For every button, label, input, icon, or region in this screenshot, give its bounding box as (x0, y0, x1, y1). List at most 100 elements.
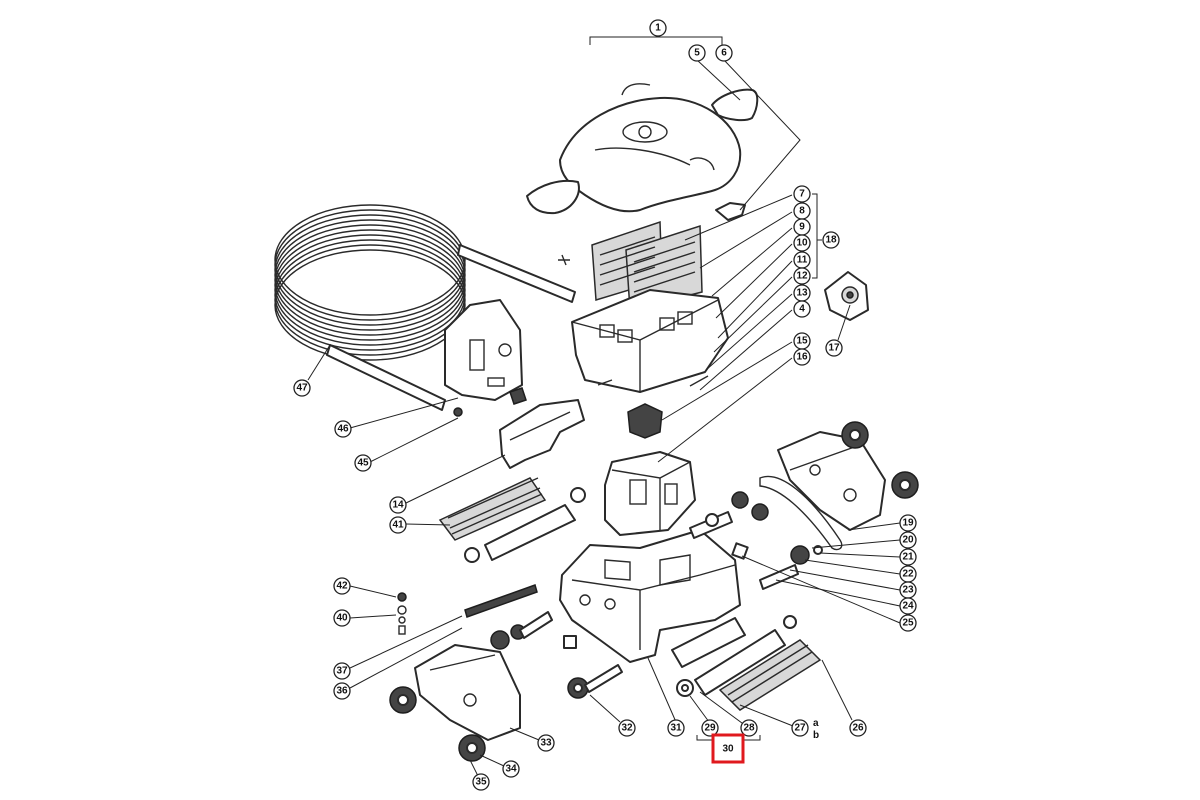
svg-text:26: 26 (852, 723, 864, 734)
callout-35: 35 (472, 773, 490, 791)
callout-21: 21 (899, 548, 917, 566)
svg-text:7: 7 (799, 189, 805, 200)
callout-24: 24 (899, 597, 917, 615)
callout-11: 11 (793, 251, 811, 269)
power-supply (444, 299, 523, 401)
callout-13: 13 (793, 284, 811, 302)
svg-text:12: 12 (796, 271, 808, 282)
callout-12: 12 (793, 267, 811, 285)
svg-text:5: 5 (694, 48, 700, 59)
right-track (759, 475, 843, 551)
callout-1: 1 (649, 19, 667, 37)
callout-34: 34 (502, 760, 520, 778)
svg-text:24: 24 (902, 601, 914, 612)
svg-text:21: 21 (902, 552, 914, 563)
callout-47: 47 (293, 379, 311, 397)
svg-text:18: 18 (825, 235, 837, 246)
top-cover (559, 83, 742, 213)
variant-label-b: b (813, 730, 819, 741)
filter-basket (571, 289, 729, 393)
callout-45: 45 (354, 454, 372, 472)
cover-clip (711, 88, 759, 122)
right-brush (671, 615, 822, 711)
callout-5: 5 (688, 44, 706, 62)
svg-text:25: 25 (902, 618, 914, 629)
callout-22: 22 (899, 565, 917, 583)
variant-label-a: a (813, 718, 819, 729)
callout-33: 33 (537, 734, 555, 752)
callout-36: 36 (333, 682, 351, 700)
right-wheels (841, 421, 919, 499)
svg-text:9: 9 (799, 222, 805, 233)
svg-text:b: b (813, 730, 819, 741)
svg-text:15: 15 (796, 336, 808, 347)
right-side-panel (777, 431, 886, 531)
svg-text:14: 14 (392, 500, 404, 511)
callout-32: 32 (618, 719, 636, 737)
callout-40: 40 (333, 609, 351, 627)
svg-text:47: 47 (296, 383, 308, 394)
callout-20: 20 (899, 531, 917, 549)
swivel-connector (509, 387, 527, 405)
callout-46: 46 (334, 420, 352, 438)
svg-text:10: 10 (796, 238, 808, 249)
callout-23: 23 (899, 581, 917, 599)
callout-4: 4 (793, 300, 811, 318)
lid-piece (526, 179, 580, 215)
svg-text:32: 32 (621, 723, 633, 734)
callout-9: 9 (793, 218, 811, 236)
svg-text:20: 20 (902, 535, 914, 546)
svg-text:17: 17 (828, 343, 840, 354)
svg-text:36: 36 (336, 686, 348, 697)
svg-text:23: 23 (902, 585, 914, 596)
cover-fastener (715, 202, 746, 221)
motor-unit (604, 451, 696, 536)
svg-text:11: 11 (797, 255, 808, 266)
handle (499, 399, 585, 469)
callout-17: 17 (825, 339, 843, 357)
left-wheels (389, 686, 486, 762)
callout-42: 42 (333, 577, 351, 595)
svg-text:a: a (813, 718, 819, 729)
impeller-assembly (597, 375, 709, 439)
svg-text:42: 42 (336, 581, 348, 592)
svg-text:4: 4 (799, 304, 805, 315)
svg-text:34: 34 (505, 764, 517, 775)
svg-text:41: 41 (392, 520, 404, 531)
screw (558, 254, 570, 266)
main-chassis (559, 529, 741, 663)
svg-text:28: 28 (743, 723, 755, 734)
drive-gears-right (689, 491, 823, 590)
callout-26: 26 (849, 719, 867, 737)
svg-text:6: 6 (721, 48, 727, 59)
svg-text:31: 31 (670, 723, 682, 734)
left-side-panel (414, 644, 521, 741)
pulley-gear (824, 271, 869, 321)
filter-panels (591, 220, 703, 311)
callout-31: 31 (667, 719, 685, 737)
cable-hose (274, 204, 576, 417)
leader-lines (307, 30, 901, 777)
callout-25: 25 (899, 614, 917, 632)
svg-text:16: 16 (796, 352, 808, 363)
highlighted-callout-30[interactable]: 30 (711, 733, 745, 764)
drive-gears-left (464, 584, 623, 699)
svg-text:30: 30 (722, 744, 734, 755)
callout-7: 7 (793, 185, 811, 203)
small-fasteners (397, 592, 407, 635)
svg-text:37: 37 (336, 666, 348, 677)
callout-14: 14 (389, 496, 407, 514)
svg-text:13: 13 (796, 288, 808, 299)
callout-27: 27 (791, 719, 809, 737)
callout-19: 19 (899, 514, 917, 532)
callout-15: 15 (793, 332, 811, 350)
callout-16: 16 (793, 348, 811, 366)
svg-text:46: 46 (337, 424, 349, 435)
svg-text:8: 8 (799, 206, 805, 217)
svg-text:1: 1 (655, 23, 661, 34)
callout-41: 41 (389, 516, 407, 534)
left-brush (438, 477, 586, 563)
svg-text:29: 29 (704, 723, 716, 734)
